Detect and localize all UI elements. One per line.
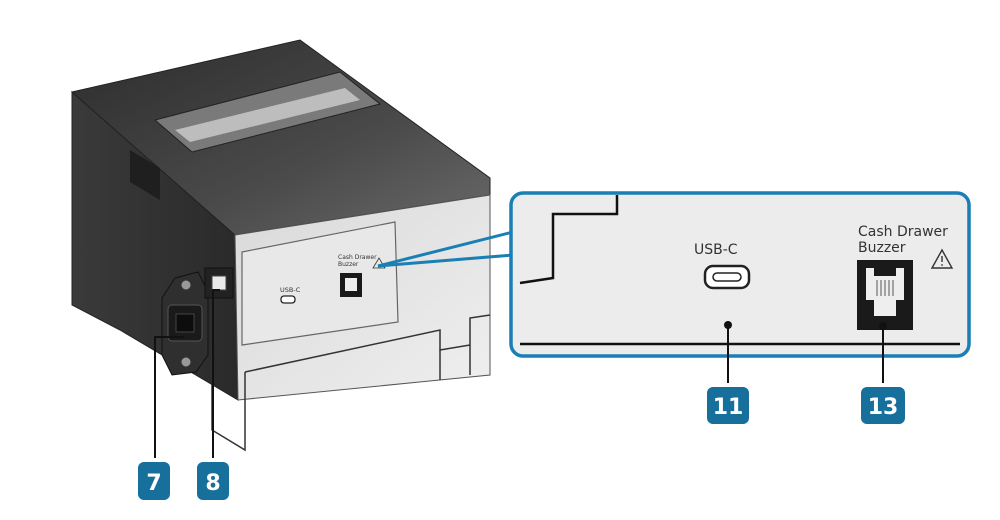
screw-bottom-icon bbox=[180, 356, 192, 368]
usb-callout-dot bbox=[724, 321, 732, 329]
callout-leaders bbox=[154, 289, 884, 458]
cash-drawer-label-small-line2: Buzzer bbox=[338, 261, 359, 268]
screw-top-icon bbox=[180, 279, 192, 291]
cash-drawer-label-zoom-line2: Buzzer bbox=[858, 240, 906, 256]
side-vent bbox=[130, 150, 160, 200]
usb-port-small[interactable] bbox=[280, 295, 296, 304]
rear-connector-panel bbox=[241, 221, 399, 346]
zoom-connector bbox=[377, 230, 514, 268]
warning-icon-small bbox=[372, 257, 386, 269]
callout-badge-8: 8 bbox=[197, 462, 229, 500]
cash-drawer-label-small-line1: Cash Drawer bbox=[338, 254, 377, 261]
callout-number-11: 11 bbox=[713, 395, 744, 420]
cash-drawer-label-zoom-line1: Cash Drawer bbox=[858, 224, 948, 240]
cash-callout-dot bbox=[879, 322, 887, 330]
callout-number-7: 7 bbox=[146, 471, 161, 496]
callout-badge-11: 11 bbox=[707, 387, 749, 424]
usb-label-small: USB-C bbox=[280, 286, 301, 294]
printer-body: USB-C Cash Drawer Buzzer bbox=[70, 39, 491, 452]
callout-number-13: 13 bbox=[868, 395, 899, 420]
callout-number-8: 8 bbox=[205, 471, 220, 496]
zoom-panel: USB-C Cash Drawer Buzzer bbox=[509, 191, 971, 358]
printer-top-cover bbox=[70, 39, 491, 236]
warning-icon bbox=[930, 248, 954, 269]
zoom-panel-edge bbox=[519, 195, 619, 285]
callout-badge-7: 7 bbox=[138, 462, 170, 500]
usb-label-zoom: USB-C bbox=[694, 242, 738, 258]
cash-drawer-port-zoom[interactable] bbox=[857, 260, 913, 330]
callout-badge-13: 13 bbox=[861, 387, 905, 424]
